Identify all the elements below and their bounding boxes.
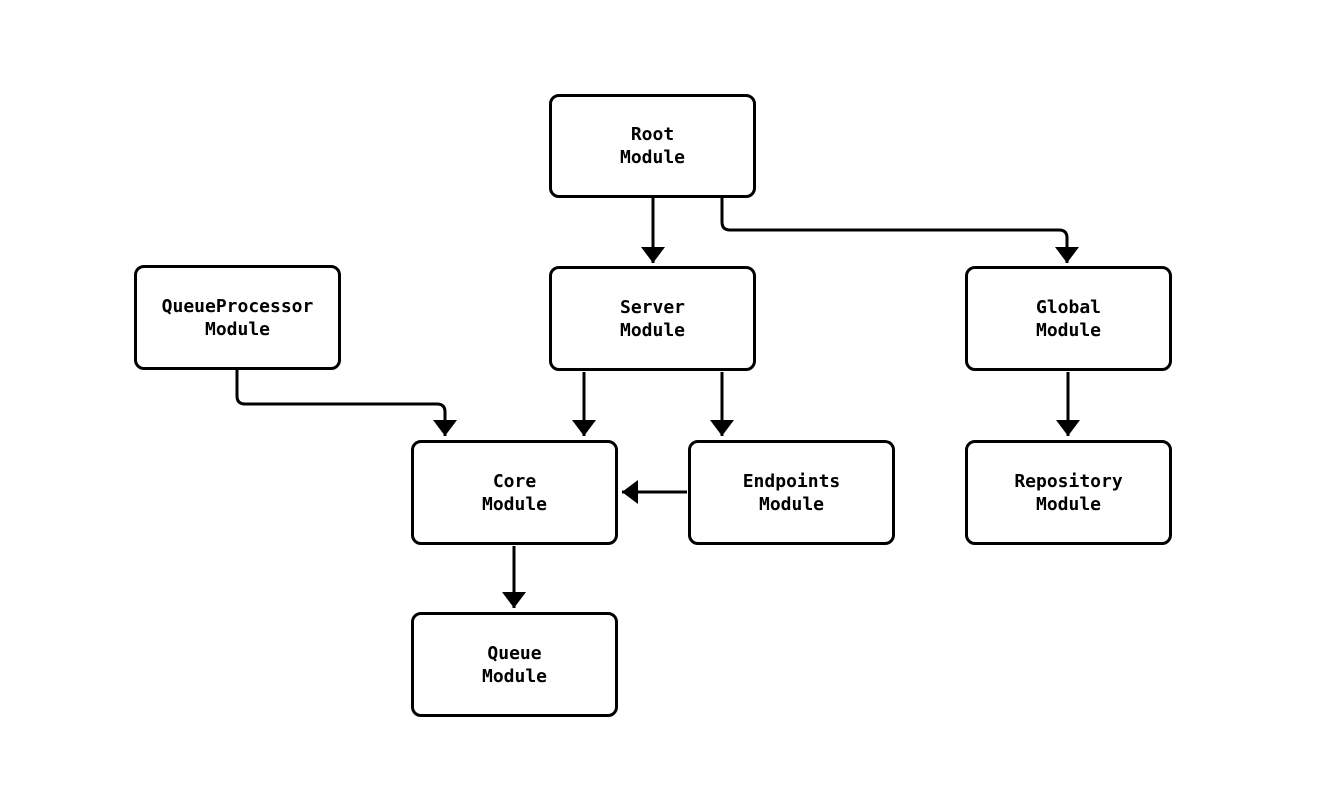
node-label-line2: Module (204, 318, 271, 340)
node-label-line1: QueueProcessor (161, 295, 314, 317)
node-label-line1: Endpoints (742, 470, 841, 492)
node-label-line2: Module (619, 147, 686, 168)
node-label-line1: Root (630, 124, 675, 145)
edge-root-to-global (720, 198, 1079, 263)
node-label-line1: Server (619, 296, 686, 318)
node-global-module: Global Module (965, 266, 1172, 371)
node-queue-module: Queue Module (411, 612, 618, 717)
node-core-module: Core Module (411, 440, 618, 545)
node-label-line2: Module (758, 493, 825, 515)
node-label-line1: Global (1035, 296, 1102, 318)
node-root-module: Root Module (549, 94, 756, 198)
node-repository-module: Repository Module (965, 440, 1172, 545)
node-server-module: Server Module (549, 266, 756, 371)
node-label-line1: Queue (487, 642, 542, 664)
node-queueprocessor-module: QueueProcessor Module (134, 265, 341, 370)
node-endpoints-module: Endpoints Module (688, 440, 895, 545)
node-label-line1: Core (492, 470, 537, 492)
edge-queueprocessor-to-core (235, 370, 457, 436)
node-label-line2: Module (481, 665, 548, 687)
node-label-line1: Repository (1014, 470, 1123, 492)
node-label-line2: Module (1035, 493, 1102, 515)
node-label-line2: Module (481, 493, 548, 515)
node-label-line2: Module (619, 319, 686, 341)
node-label-line2: Module (1035, 319, 1102, 341)
